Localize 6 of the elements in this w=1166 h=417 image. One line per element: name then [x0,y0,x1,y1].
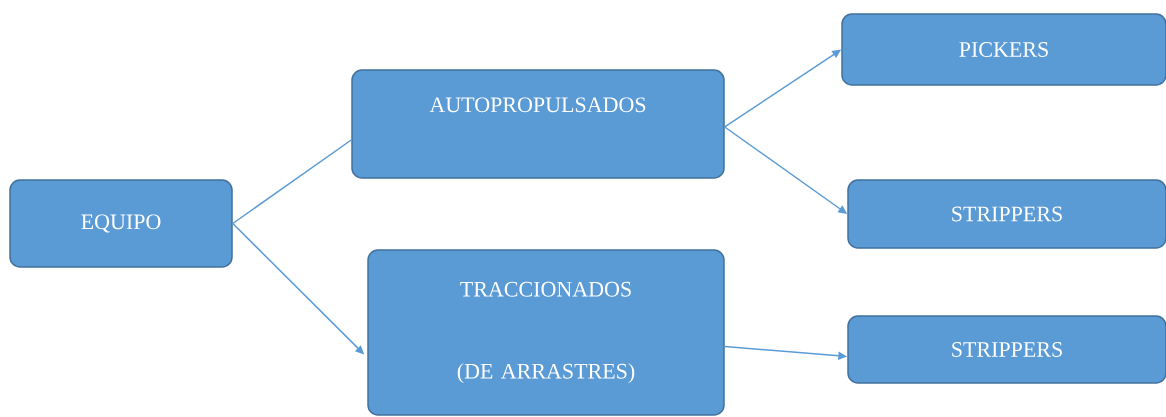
process-box: EQUIPO [9,179,233,268]
process-box: AUTOPROPULSADOS [351,69,725,179]
process-box: TRACCIONADOS (DE ARRASTRES) [367,249,725,416]
process-box: PICKERS [841,13,1166,86]
process-box: STRIPPERS [847,315,1166,384]
process-box: STRIPPERS [847,179,1166,249]
